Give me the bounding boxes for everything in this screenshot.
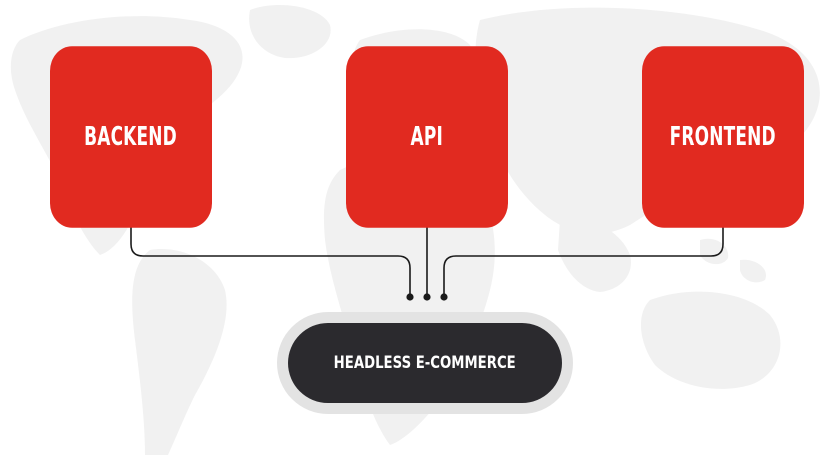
api-node: API <box>346 46 508 228</box>
connector-dot-hub-left <box>406 293 414 301</box>
connector-frontend-to-hub <box>443 221 724 298</box>
connector-dot-hub-center <box>423 293 431 301</box>
frontend-node-label: FRONTEND <box>669 122 777 152</box>
connector-dot-hub-right <box>440 293 448 301</box>
api-node-label: API <box>410 122 444 152</box>
frontend-node: FRONTEND <box>642 46 804 228</box>
headless-ecommerce-hub: HEADLESS E-COMMERCE <box>288 323 562 403</box>
backend-node: BACKEND <box>50 46 212 228</box>
backend-node-label: BACKEND <box>84 122 178 152</box>
connector-backend-to-hub <box>130 221 411 298</box>
hub-label: HEADLESS E-COMMERCE <box>333 353 517 373</box>
